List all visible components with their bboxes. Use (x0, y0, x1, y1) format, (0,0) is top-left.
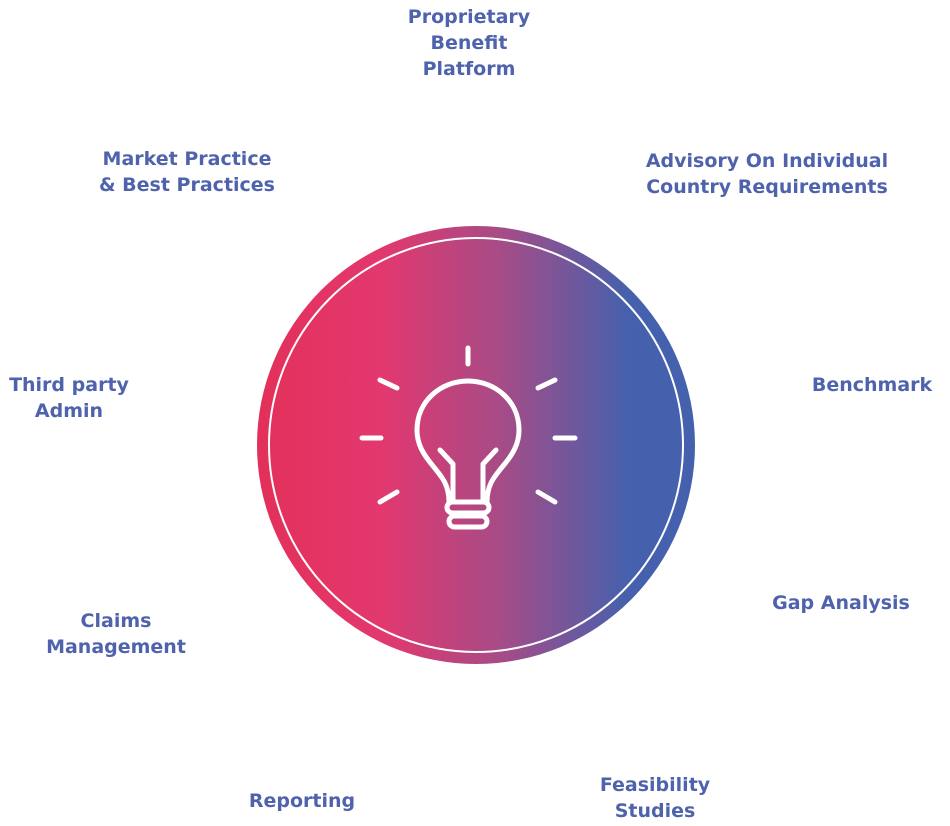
label-third-party-admin: Third party Admin (9, 374, 129, 422)
central-hub-circle (257, 226, 695, 664)
label-proprietary-benefit-platform: Proprietary Benefit Platform (407, 6, 531, 80)
hub-fill (257, 226, 695, 664)
label-advisory-country-requirements: Advisory On Individual Country Requireme… (645, 150, 889, 198)
hub-inner-ring (268, 237, 684, 653)
label-claims-management: Claims Management (46, 610, 186, 658)
lightbulb-icon (359, 345, 578, 530)
label-reporting: Reporting (248, 790, 356, 812)
label-market-best-practices: Market Practice & Best Practices (99, 148, 275, 196)
label-gap-analysis: Gap Analysis (772, 592, 910, 614)
label-feasibility-studies: Feasibility Studies (599, 774, 711, 822)
label-benchmark: Benchmark (811, 374, 933, 396)
